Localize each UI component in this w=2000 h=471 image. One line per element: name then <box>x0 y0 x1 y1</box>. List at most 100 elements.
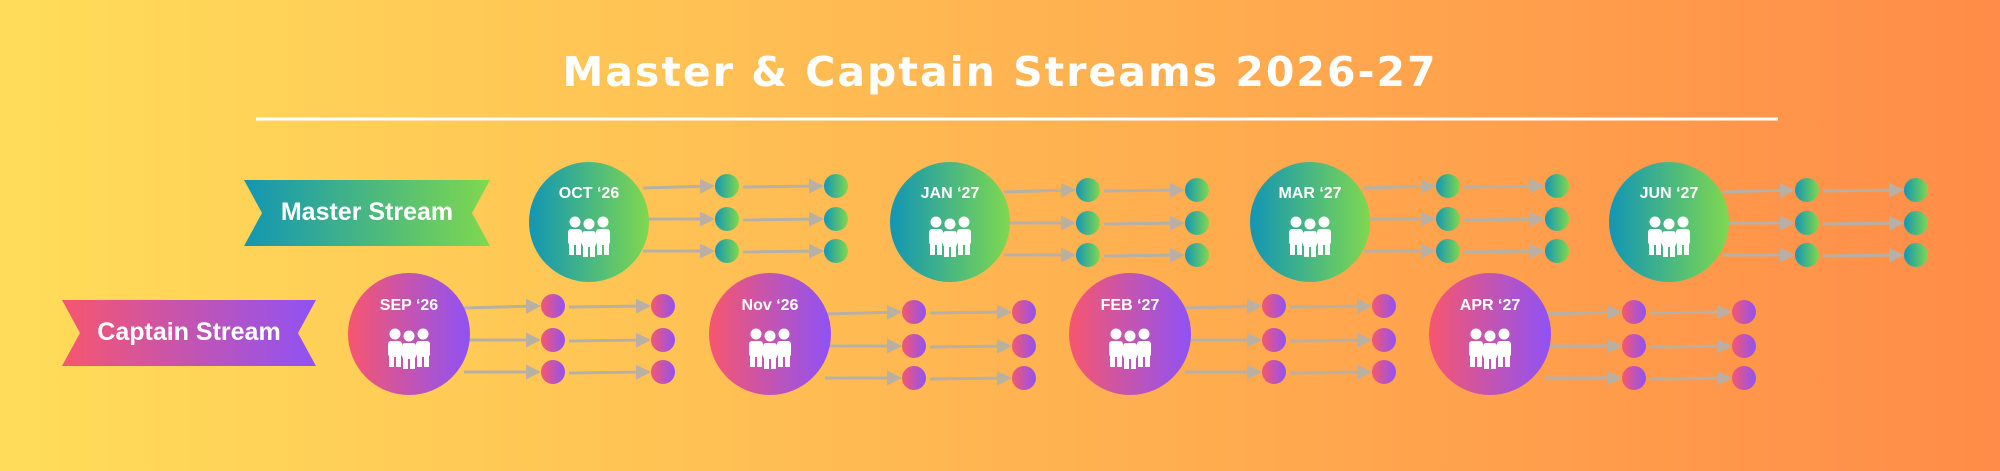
step-dot <box>1545 239 1569 263</box>
milestone-label: OCT ‘26 <box>558 185 620 202</box>
team-icon <box>1648 216 1690 257</box>
milestone-label: APR ‘27 <box>1459 297 1521 314</box>
step-dot <box>1622 300 1646 324</box>
step-dot <box>824 174 848 198</box>
step-dot <box>1372 360 1396 384</box>
connector-arrow <box>1363 178 1436 194</box>
page-title: Master & Captain Streams 2026-27 <box>562 48 1438 96</box>
connector-arrow <box>1003 182 1076 198</box>
connector-arrow <box>1103 247 1185 263</box>
connector-arrow <box>742 178 824 194</box>
connector-arrow <box>568 332 651 348</box>
step-dot <box>1436 239 1460 263</box>
step-dot <box>651 360 675 384</box>
step-dot <box>1904 178 1928 202</box>
step-dot <box>1262 294 1286 318</box>
connector-arrow <box>1649 370 1732 386</box>
connector-arrow <box>1822 215 1904 231</box>
stream-label-master: Master Stream <box>280 198 454 226</box>
connector-arrow <box>742 243 824 259</box>
milestone-label: FEB ‘27 <box>1100 297 1160 314</box>
stream-ribbon-captain <box>62 300 316 366</box>
connector-arrow <box>568 364 651 380</box>
connector-arrow <box>1289 364 1372 380</box>
step-dot <box>1012 334 1036 358</box>
step-dot <box>1904 243 1928 267</box>
step-dot <box>1795 178 1819 202</box>
step-dot <box>1372 328 1396 352</box>
connector-arrow <box>1184 298 1262 314</box>
step-dot <box>651 328 675 352</box>
step-dot <box>1076 178 1100 202</box>
connector-arrow <box>929 304 1012 320</box>
step-dot <box>541 294 565 318</box>
connector-arrow <box>568 298 651 314</box>
connector-arrow <box>1544 304 1622 320</box>
milestone-label: JUN ‘27 <box>1639 185 1699 202</box>
team-icon <box>749 328 791 369</box>
step-dot <box>715 174 739 198</box>
connector-arrow <box>929 370 1012 386</box>
connector-arrow <box>1103 182 1185 198</box>
step-dot <box>541 360 565 384</box>
connector-arrow <box>1463 178 1545 194</box>
connector-arrow <box>1649 338 1732 354</box>
team-icon <box>388 328 430 369</box>
team-icon <box>1469 328 1511 369</box>
step-dot <box>1262 328 1286 352</box>
step-dot <box>1012 300 1036 324</box>
milestone-label: MAR ‘27 <box>1278 185 1342 202</box>
step-dot <box>1622 334 1646 358</box>
step-dot <box>1904 211 1928 235</box>
step-dot <box>715 239 739 263</box>
step-dot <box>1545 174 1569 198</box>
step-dot <box>902 300 926 324</box>
step-dot <box>1732 334 1756 358</box>
milestone-label: SEP ‘26 <box>379 297 439 314</box>
connector-arrow <box>1822 247 1904 263</box>
step-dot <box>715 207 739 231</box>
team-icon <box>568 216 610 257</box>
connector-arrow <box>824 304 902 320</box>
step-dot <box>902 334 926 358</box>
step-dot <box>1372 294 1396 318</box>
team-icon <box>1109 328 1151 369</box>
step-dot <box>1545 207 1569 231</box>
connector-arrow <box>929 338 1012 354</box>
connector-arrow <box>742 211 824 227</box>
connector-arrow <box>1822 182 1904 198</box>
connector-arrow <box>1649 304 1732 320</box>
step-dot <box>824 207 848 231</box>
stream-label-captain: Captain Stream <box>97 318 281 346</box>
step-dot <box>1732 300 1756 324</box>
step-dot <box>1262 360 1286 384</box>
connector-arrow <box>1463 243 1545 259</box>
step-dot <box>1622 366 1646 390</box>
connector-arrow <box>1289 332 1372 348</box>
step-dot <box>541 328 565 352</box>
team-icon <box>1289 216 1331 257</box>
step-dot <box>1185 243 1209 267</box>
step-dot <box>1076 211 1100 235</box>
connector-arrow <box>1722 182 1795 198</box>
step-dot <box>1185 211 1209 235</box>
connector-arrow <box>642 178 715 194</box>
step-dot <box>1795 211 1819 235</box>
connector-arrow <box>1103 215 1185 231</box>
connector-arrow <box>1463 211 1545 227</box>
step-dot <box>824 239 848 263</box>
stream-ribbon-master <box>244 180 490 246</box>
step-dot <box>1732 366 1756 390</box>
step-dot <box>1436 207 1460 231</box>
milestone-label: Nov ‘26 <box>741 297 799 314</box>
step-dot <box>1795 243 1819 267</box>
connector-arrow <box>463 298 541 314</box>
connector-arrow <box>1289 298 1372 314</box>
step-dot <box>1185 178 1209 202</box>
team-icon <box>929 216 971 257</box>
milestone-label: JAN ‘27 <box>920 185 980 202</box>
step-dot <box>1076 243 1100 267</box>
step-dot <box>902 366 926 390</box>
